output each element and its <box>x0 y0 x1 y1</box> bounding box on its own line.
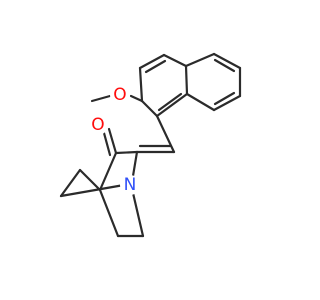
methoxy-group <box>90 94 144 103</box>
bond-c4q-c5q <box>78 168 102 192</box>
bond-c5-c6 <box>212 52 242 70</box>
quinuclidinone-cage <box>59 127 145 238</box>
atom-labels: O O N <box>88 85 140 195</box>
bond-c8q-n <box>131 191 145 238</box>
bond-c1-vinyl <box>155 114 176 154</box>
bond-c2q-n <box>131 150 139 178</box>
bond-c3q-c4q <box>98 151 118 192</box>
bond-methyl-o <box>90 94 112 103</box>
bond-o-c2 <box>129 94 144 103</box>
bond-c5q-c6q <box>59 168 82 198</box>
bond-c7-c8 <box>212 94 242 112</box>
atom-oxygen-ketone: O <box>91 115 104 135</box>
bond-c1-c2 <box>140 99 159 118</box>
bond-c6q-n <box>59 183 126 198</box>
bond-c4a-c8a <box>184 64 189 96</box>
bond-co-double <box>102 131 112 157</box>
naphthalene-ring-a <box>138 53 189 118</box>
benzylidene-linkage <box>135 114 176 154</box>
bond-c3-c4 <box>138 53 166 70</box>
bond-c3-c4-inner <box>144 59 167 74</box>
bond-c4-c4a <box>162 53 188 68</box>
bond-c7-c8-inner <box>213 91 236 106</box>
bond-c8a-c1-inner <box>157 92 183 112</box>
bond-c4q-c7q <box>98 188 120 238</box>
molecule-structure: O O N <box>59 52 242 238</box>
bond-c5-c6-inner <box>213 58 236 73</box>
atom-nitrogen: N <box>124 175 137 195</box>
bond-co-c3q <box>107 127 118 155</box>
bond-c8-c8a <box>185 92 216 112</box>
bond-c3q-c2q <box>114 150 139 155</box>
atom-oxygen-methoxy: O <box>113 85 126 105</box>
naphthalene-ring-b <box>184 52 242 112</box>
bond-c4a-c5 <box>184 52 216 68</box>
bond-c8a-c1 <box>155 92 189 118</box>
bond-c2-c3 <box>138 66 144 103</box>
